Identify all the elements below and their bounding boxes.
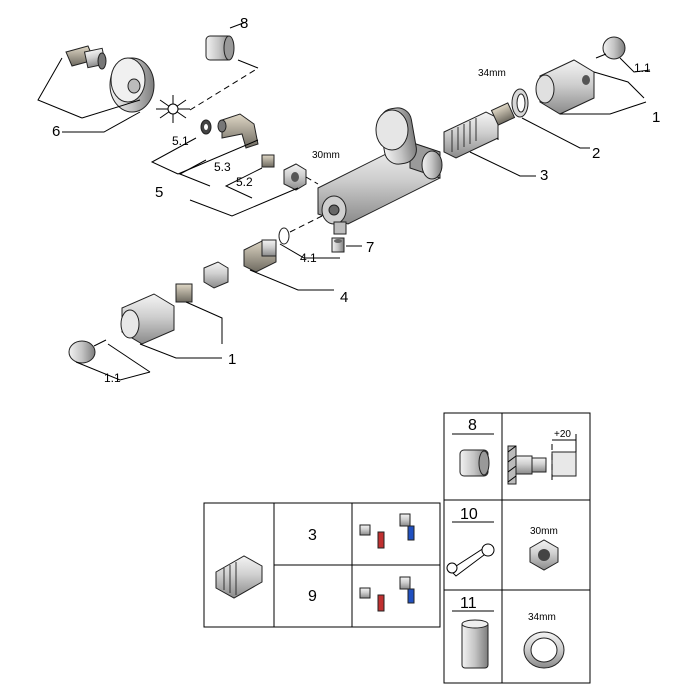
table-left-row2-image: [359, 576, 415, 612]
part-2-ring: [511, 88, 529, 118]
table-right-row3-number: 11: [460, 595, 477, 612]
label-5-1: 5.1: [172, 134, 189, 148]
label-4-1: 4.1: [300, 251, 317, 265]
spare-parts-table-right: 8 +20 10 30mm 11: [443, 412, 591, 684]
label-1-1-right: 1.1: [634, 61, 651, 75]
leader-lines: [37, 21, 651, 381]
table-left-row1-image: [359, 513, 415, 549]
label-8: 8: [240, 15, 248, 32]
label-1-1-left: 1.1: [104, 371, 121, 385]
table-right-row2-number: 10: [460, 506, 478, 523]
label-1-right: 1: [652, 109, 660, 126]
part-1-1-cap-left: [68, 339, 107, 364]
label-5: 5: [155, 184, 163, 201]
part-7-nozzle: [331, 237, 345, 253]
label-3: 3: [540, 167, 548, 184]
label-34mm-top: 34mm: [478, 68, 506, 79]
part-1-handle-right: [535, 59, 595, 115]
table-right-extension-length: +20: [554, 429, 571, 440]
table-left-row1-number: 3: [308, 527, 317, 544]
part-5-nut: [283, 163, 307, 191]
part-4-cartridge: [243, 239, 277, 273]
table-left-cartridge-image: [215, 555, 263, 599]
part-6-escutcheon: [109, 57, 155, 113]
part-8-extension: [205, 35, 235, 61]
part-1-handle-left: [120, 293, 175, 345]
table-right-extension-install-image: [507, 434, 577, 485]
label-4: 4: [340, 289, 348, 306]
part-5-1-sieve: [156, 95, 190, 123]
part-1-1-cap-right: [595, 36, 626, 60]
label-7: 7: [366, 239, 374, 256]
part-5-elbow: [217, 113, 259, 149]
table-right-size-30mm: 30mm: [530, 526, 558, 537]
spare-parts-table-left: 3 9: [203, 502, 441, 628]
part-1-handle-left-adapter: [175, 261, 229, 303]
table-right-sleeve-image: [461, 619, 489, 669]
thermostat-body: [317, 107, 443, 235]
table-right-extension-image: [459, 449, 490, 477]
part-5-2-cap: [261, 154, 275, 168]
table-right-size-34mm: 34mm: [528, 612, 556, 623]
table-right-wrench-image: [446, 543, 495, 577]
label-5-2: 5.2: [236, 175, 253, 189]
table-right-row1-number: 8: [468, 417, 477, 434]
label-6: 6: [52, 123, 60, 140]
part-3-cartridge: [443, 102, 516, 159]
label-5-3: 5.3: [214, 160, 231, 174]
table-left-row2-number: 9: [308, 588, 317, 605]
label-1-left: 1: [228, 351, 236, 368]
part-6-connector: [65, 45, 107, 70]
part-5-1-washer: [200, 119, 212, 135]
part-4-1-seal: [278, 227, 290, 245]
label-30mm-top: 30mm: [312, 150, 340, 161]
table-right-nut-image: [529, 539, 559, 571]
label-2: 2: [592, 145, 600, 162]
table-right-ring-image: [523, 631, 565, 669]
